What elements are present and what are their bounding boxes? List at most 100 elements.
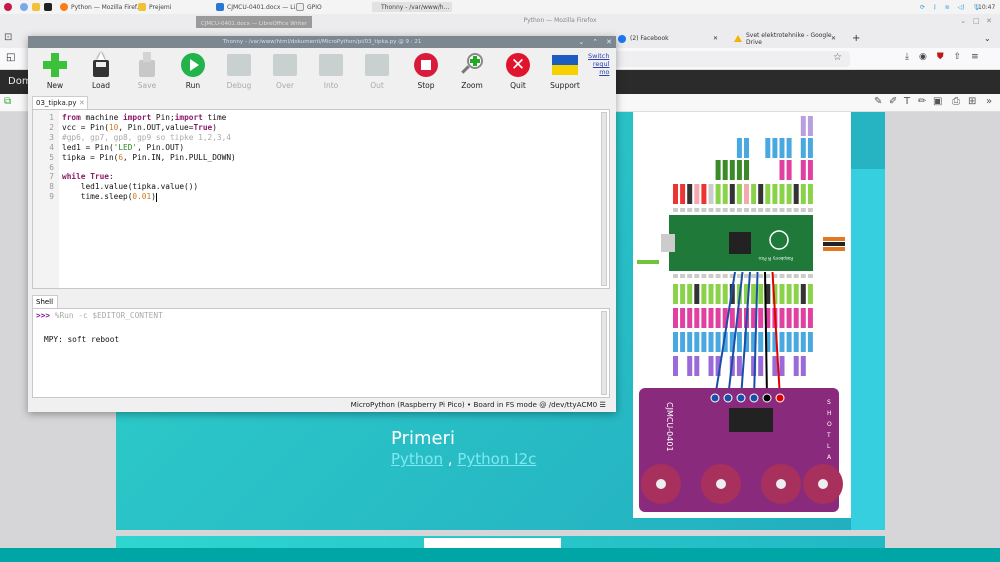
pin-marker [807, 274, 813, 278]
close-tab-icon[interactable]: ✕ [712, 35, 718, 42]
bluetooth-icon[interactable]: ᛒ [933, 3, 937, 11]
thonny-title-bar[interactable]: Thonny - /var/www/html/dokumenti/MicroPy… [28, 36, 616, 48]
pin-label [765, 184, 771, 204]
ublock-icon[interactable]: ⛊ [936, 52, 944, 62]
code-line[interactable]: vcc = Pin(10, Pin.OUT,value=True) [62, 122, 217, 132]
pin-marker [680, 208, 686, 212]
step-over-button[interactable]: Over [262, 52, 308, 90]
editor-tab[interactable]: 03_tipka.py ✕ [32, 96, 88, 109]
run-button[interactable]: Run [170, 52, 216, 90]
taskbar-label: GPIO [307, 3, 322, 11]
wire-dot [736, 393, 746, 403]
new-tab-button[interactable]: + [852, 33, 861, 44]
taskbar-item-writer[interactable]: CJMCU-0401.docx — Li... [216, 2, 301, 12]
pin-label [744, 284, 749, 304]
wifi-icon[interactable]: ≋ [944, 3, 950, 11]
debug-button[interactable]: Debug [216, 52, 262, 90]
minimize-icon[interactable]: ⌄ [578, 38, 585, 46]
code-line[interactable] [62, 162, 236, 172]
quit-button[interactable]: ✕ Quit [495, 52, 541, 90]
support-button[interactable]: Support [542, 52, 588, 90]
editor-scrollbar[interactable] [601, 112, 607, 286]
download-icon[interactable]: ⤓ [905, 52, 909, 62]
bookmark-star-icon[interactable]: ☆ [833, 52, 842, 63]
draw-icon[interactable]: ✏ [918, 96, 927, 107]
close-icon[interactable]: ✕ [606, 38, 612, 46]
switch-mode-link[interactable]: Switch regul mo [588, 52, 610, 76]
code-line[interactable]: from machine import Pin;import time [62, 113, 227, 122]
pin-label [786, 332, 792, 352]
raspberry-menu-icon[interactable] [4, 2, 12, 12]
python-link[interactable]: Python [391, 450, 443, 468]
touch-pad-center [776, 479, 786, 489]
step-into-icon [318, 52, 344, 78]
terminal-launcher-icon[interactable] [44, 2, 52, 12]
pin-label [673, 184, 678, 204]
print-icon[interactable]: ⎙ [952, 96, 960, 107]
nav-home-link[interactable]: Domov [8, 76, 44, 87]
page-icon[interactable]: ⧉ [4, 96, 12, 107]
maximize-icon[interactable]: ⌃ [592, 38, 599, 46]
sensor-pin-label: S [827, 399, 831, 406]
backend-status[interactable]: MicroPython (Raspberry Pi Pico) • Board … [350, 400, 598, 409]
tab-list-chevron-icon[interactable]: ⌄ [984, 34, 991, 43]
code-line[interactable]: led1.value(tipka.value()) [62, 182, 199, 192]
sync-icon[interactable]: ⟳ [920, 3, 926, 11]
pin-label [758, 356, 764, 376]
save-button[interactable]: Save [124, 52, 170, 90]
shell-tab[interactable]: Shell [32, 295, 58, 308]
pin-marker [751, 274, 757, 278]
footer-button[interactable] [424, 538, 561, 550]
tab-google-drive[interactable]: Svet elektrotehnike - Google Drive ✕ [728, 31, 840, 46]
maximize-icon[interactable]: □ [972, 17, 980, 25]
clock: 10:47 [978, 3, 996, 11]
text-icon[interactable]: T [904, 96, 911, 107]
new-button[interactable]: New [32, 52, 78, 90]
code-line[interactable]: while True: [62, 172, 114, 182]
step-out-icon [364, 52, 390, 78]
taskbar-item-gpio[interactable]: GPIO [296, 2, 322, 12]
sidebar-icon[interactable]: ◱ [6, 52, 16, 63]
step-out-button[interactable]: Out [354, 52, 400, 90]
code-line[interactable]: led1 = Pin('LED', Pin.OUT) [62, 142, 185, 152]
code-line[interactable]: #gp6, gp7, gp8, gp9 so tipke 1,2,3,4 [62, 132, 231, 142]
close-icon[interactable]: ✕ [986, 17, 992, 25]
close-tab-icon[interactable]: ✕ [78, 99, 85, 107]
stop-button[interactable]: Stop [403, 52, 449, 90]
extensions-icon[interactable]: ⇧ [953, 52, 962, 62]
shell-scrollbar[interactable] [601, 311, 607, 395]
pin-label [722, 284, 728, 304]
highlight-icon[interactable]: ✐ [889, 96, 898, 107]
save-file-icon[interactable]: ⊞ [968, 96, 977, 107]
taskbar-item-thonny[interactable]: Thonny - /var/www/h... [372, 2, 452, 12]
image-icon[interactable]: ▣ [933, 96, 943, 107]
code-line[interactable]: time.sleep(0.01) [62, 192, 157, 202]
files-launcher-icon[interactable] [32, 2, 40, 12]
zoom-button[interactable]: Zoom [449, 52, 495, 90]
account-icon[interactable]: ◉ [918, 52, 927, 62]
close-tab-icon[interactable]: ✕ [830, 35, 836, 42]
load-button[interactable]: Load [78, 52, 124, 90]
pin-label [793, 284, 799, 304]
wires [714, 271, 781, 399]
code-line[interactable]: tipka = Pin(6, Pin.IN, Pin.PULL_DOWN) [62, 152, 236, 162]
minimize-icon[interactable]: ⌄ [960, 17, 967, 25]
taskbar-item-firefox[interactable]: Python — Mozilla Firef.. [60, 2, 140, 12]
taskbar-label: Thonny - /var/www/h... [381, 3, 450, 11]
step-into-button[interactable]: Into [308, 52, 354, 90]
microphone-icon[interactable]: 🎙 [972, 3, 981, 11]
volume-icon[interactable]: ◁) [957, 3, 965, 11]
toolbar-label: Zoom [461, 81, 483, 90]
menu-icon[interactable]: ☰ [599, 400, 606, 409]
taskbar-item-folder[interactable]: Prejemi [138, 2, 171, 12]
menu-icon[interactable]: ≡ [971, 52, 979, 62]
shell-console[interactable]: >>> %Run -c $EDITOR_CONTENT MPY: soft re… [32, 308, 610, 398]
python-i2c-link[interactable]: Python I2c [457, 450, 537, 468]
tab-facebook[interactable]: (2) Facebook ✕ [612, 31, 722, 46]
more-tools-icon[interactable]: » [986, 96, 993, 107]
edit-icon[interactable]: ✎ [874, 96, 883, 107]
browser-launcher-icon[interactable] [20, 2, 28, 12]
